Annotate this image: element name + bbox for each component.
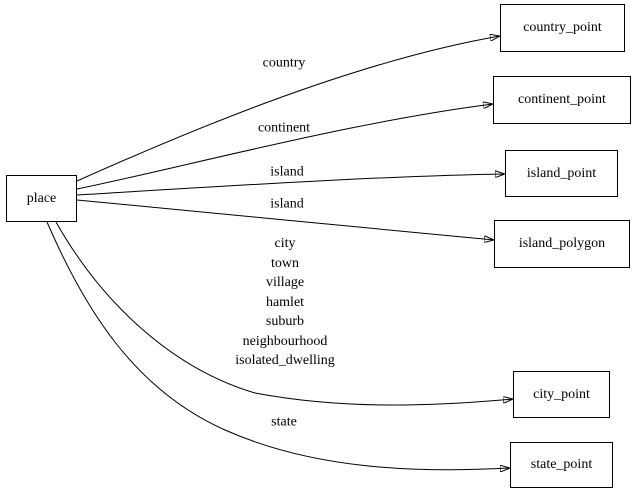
edge-place-to-country_point <box>76 36 500 182</box>
edge-label-island-point: island <box>270 164 304 180</box>
edge-label-state: state <box>271 414 297 430</box>
edge-label-island-polygon: island <box>270 196 304 212</box>
edge-label-continent: continent <box>257 120 311 136</box>
node-state-point: state_point <box>510 442 613 488</box>
node-island-point: island_point <box>505 150 618 197</box>
node-island-point-label: island_point <box>526 165 597 181</box>
edge-label-city-multiline: city town village hamlet suburb neighbou… <box>235 235 335 368</box>
node-city-point: city_point <box>513 371 610 418</box>
node-continent-point: continent_point <box>493 76 631 124</box>
node-city-point-label: city_point <box>533 386 590 402</box>
node-country-point: country_point <box>500 4 625 52</box>
node-island-polygon: island_polygon <box>494 220 630 268</box>
node-state-point-label: state_point <box>530 457 593 472</box>
edge-place-to-state_point <box>46 221 510 470</box>
edge-place-to-continent_point <box>76 104 493 190</box>
node-island-polygon-label: island_polygon <box>518 236 606 251</box>
edge-place-to-city_point <box>55 221 513 406</box>
node-country-point-label: country_point <box>523 20 602 35</box>
node-place: place <box>6 175 77 222</box>
node-place-label: place <box>26 190 57 206</box>
edge-label-country: country <box>262 55 306 71</box>
node-continent-point-label: continent_point <box>518 92 606 107</box>
edge-place-to-island_point <box>76 174 505 196</box>
edge-place-to-island_polygon <box>76 199 494 240</box>
